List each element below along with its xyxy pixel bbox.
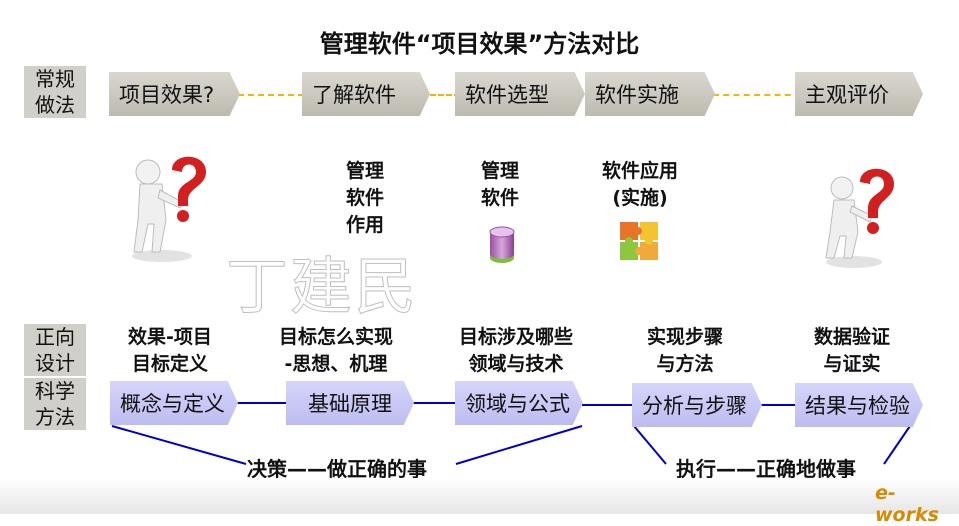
row1-connector bbox=[713, 94, 801, 96]
row2-step-2: 基础原理 bbox=[286, 381, 414, 425]
row2-step-1: 概念与定义 bbox=[110, 381, 238, 425]
row2-step-4: 分析与步骤 bbox=[632, 383, 762, 427]
database-icon bbox=[489, 226, 515, 263]
row1-connector bbox=[238, 94, 304, 96]
row2-label-bottom: 科学 方法 bbox=[24, 378, 86, 430]
row2-label-top: 正向 设计 bbox=[24, 324, 86, 376]
decision-label: 决策——做正确的事 bbox=[247, 457, 427, 481]
diagram-title: 管理软件“项目效果”方法对比 bbox=[319, 30, 640, 58]
watermark: 丁建民 bbox=[225, 250, 419, 324]
row1-label: 常规 做法 bbox=[24, 66, 86, 118]
row1-step-1: 项目效果? bbox=[109, 72, 240, 116]
question-figure-right-icon bbox=[825, 168, 894, 268]
row2-step-5: 结果与检验 bbox=[795, 383, 923, 427]
caption-software-role: 管理 软件 作用 bbox=[345, 160, 384, 236]
puzzle-icon bbox=[620, 222, 658, 260]
row1-step-3: 软件选型 bbox=[455, 72, 585, 116]
row1-step-2: 了解软件 bbox=[302, 72, 430, 116]
footer-band bbox=[0, 478, 959, 514]
row1-connector bbox=[430, 94, 460, 96]
row2-header-3: 目标涉及哪些 领域与技术 bbox=[458, 326, 573, 375]
row1-step-5: 主观评价 bbox=[795, 72, 923, 116]
row2-header-1: 效果-项目 目标定义 bbox=[128, 326, 212, 375]
caption-software: 管理 软件 bbox=[480, 160, 519, 209]
eworks-logo: e-works bbox=[875, 482, 939, 526]
row1-step-4: 软件实施 bbox=[585, 72, 715, 116]
question-figure-left-icon bbox=[132, 156, 206, 262]
row2-connectors bbox=[111, 402, 911, 465]
execution-label: 执行——正确地做事 bbox=[676, 457, 856, 481]
caption-software-application: 软件应用 (实施) bbox=[601, 160, 678, 209]
row2-header-5: 数据验证 与证实 bbox=[813, 326, 890, 375]
row2-header-4: 实现步骤 与方法 bbox=[646, 326, 723, 375]
row2-step-3: 领域与公式 bbox=[455, 381, 583, 425]
row2-header-2: 目标怎么实现 -思想、机理 bbox=[278, 326, 393, 375]
